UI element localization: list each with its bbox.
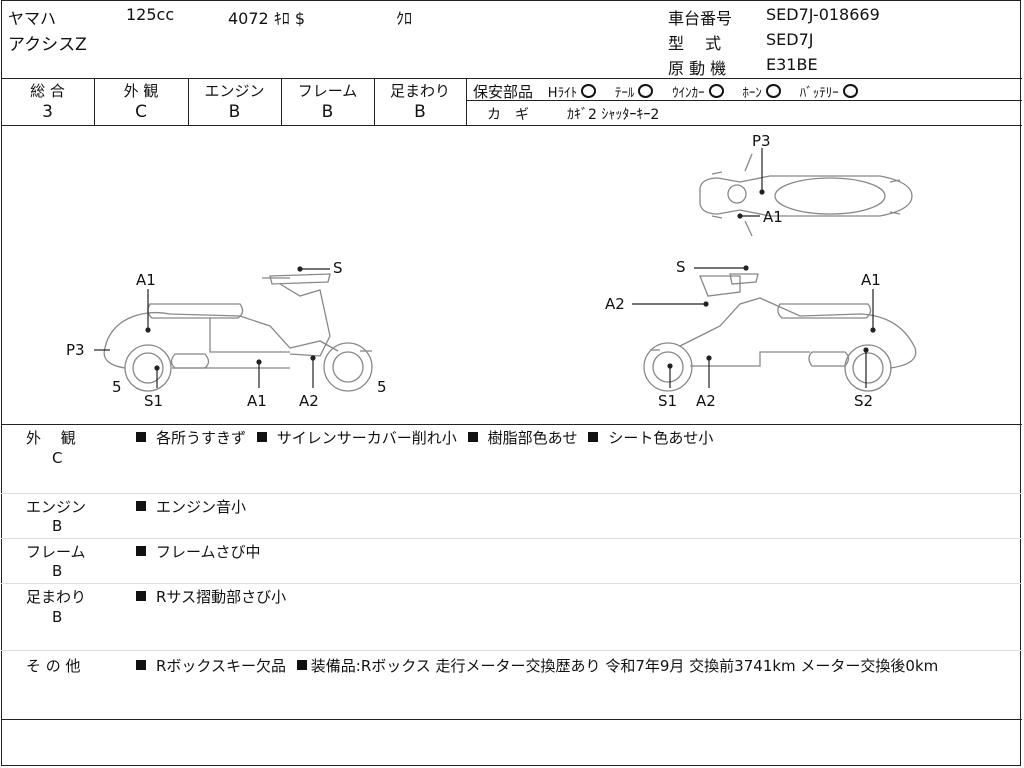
ok-circle-icon <box>765 84 781 98</box>
grade-value-exterior: C <box>135 102 147 122</box>
safety-parts-row: 保安部品 Hﾗｲﾄ ﾃｰﾙ ｳｲﾝｶｰ ﾎｰﾝ ﾊﾞｯﾃﾘｰ <box>473 81 858 102</box>
bullet-square-icon <box>136 501 146 511</box>
bullet-square-icon <box>256 432 267 442</box>
grade-label-suspension: 足まわり <box>389 82 450 100</box>
remark-label-other: そ の 他 <box>26 657 81 675</box>
remark-label-frame: フレーム <box>26 543 86 561</box>
grade-label-overall: 総 合 <box>30 82 65 100</box>
diagram-right-label: S1 <box>658 392 677 410</box>
diagram-right-label: A1 <box>861 271 881 289</box>
remark-label-exterior: 外 観 <box>26 429 76 447</box>
diagram-left-label: A1 <box>136 271 156 289</box>
displacement: 125cc <box>126 5 175 24</box>
mileage: 4072 ｷﾛ $ <box>228 9 306 28</box>
remark-grade-frame: B <box>52 562 63 580</box>
diagram-top-label: A1 <box>763 208 783 226</box>
scooter-left-side-drawing <box>103 273 373 392</box>
safety-headlight: Hﾗｲﾄ <box>547 86 578 101</box>
remark-items-exterior: 各所うすきず サイレンサーカバー削れ小 樹脂部色あせ シート色あせ小 <box>136 427 719 448</box>
engine-value: E31BE <box>766 55 818 74</box>
diagram-right-label: S2 <box>854 392 873 410</box>
remark-items-frame: フレームさび中 <box>136 541 267 562</box>
type-value: SED7J <box>766 30 814 49</box>
remark-items-other: Rボックスキー欠品 装備品:Rボックス 走行メーター交換歴あり 令和7年9月 交… <box>136 655 1016 677</box>
diagram-top-label: P3 <box>752 132 771 150</box>
remark-label-suspension: 足まわり <box>26 588 87 606</box>
bullet-square-icon <box>296 660 307 670</box>
grade-value-frame: B <box>321 102 334 122</box>
frame-no: SED7J-018669 <box>766 5 880 24</box>
remark-items-engine: エンジン音小 <box>136 496 252 517</box>
grade-label-engine: エンジン <box>204 82 265 100</box>
remark-items-suspension: Rサス摺動部さび小 <box>136 586 292 607</box>
ok-circle-icon <box>638 84 654 98</box>
bullet-square-icon <box>467 432 478 442</box>
diagram-left-label: 5 <box>377 378 387 396</box>
model-name: アクシスZ <box>8 35 87 55</box>
grade-value-overall: 3 <box>42 102 53 122</box>
bullet-square-icon <box>136 432 146 442</box>
bullet-square-icon <box>136 660 146 670</box>
safety-taillight: ﾃｰﾙ <box>614 86 635 101</box>
frame-no-label: 車台番号 <box>668 9 733 28</box>
safety-label: 保安部品 <box>473 83 534 101</box>
diagram-left-label: S <box>333 259 343 277</box>
bullet-square-icon <box>136 591 146 601</box>
color: ｸﾛ <box>396 9 413 28</box>
grade-label-exterior: 外 観 <box>123 82 159 100</box>
remark-grade-exterior: C <box>52 449 63 467</box>
ok-circle-icon <box>708 84 724 98</box>
damage-diagram: A1 S P3 5 S1 A1 A2 5 S A1 A2 S1 A2 S2 P3… <box>66 132 917 410</box>
bullet-square-icon <box>136 546 146 556</box>
diagram-left-label: A2 <box>299 392 319 410</box>
remark-grade-suspension: B <box>52 608 63 626</box>
grade-label-frame: フレーム <box>297 82 358 100</box>
diagram-right-label: A2 <box>605 295 625 313</box>
grade-value-suspension: B <box>414 102 426 122</box>
safety-battery: ﾊﾞｯﾃﾘｰ <box>799 86 839 101</box>
diagram-left-label: A1 <box>247 392 267 410</box>
maker: ヤマハ <box>8 9 57 28</box>
ok-circle-icon <box>842 84 858 98</box>
type-label: 型 式 <box>668 34 722 53</box>
diagram-right-label: A2 <box>696 392 716 410</box>
scooter-right-side-drawing <box>643 273 917 392</box>
safety-winker: ｳｲﾝｶｰ <box>672 86 705 101</box>
remark-label-engine: エンジン <box>26 498 87 516</box>
bullet-square-icon <box>588 432 599 442</box>
diagram-left-label: S1 <box>144 392 163 410</box>
remark-grade-engine: B <box>52 517 63 535</box>
diagram-left-label: 5 <box>112 378 122 396</box>
engine-label: 原 動 機 <box>668 59 727 78</box>
scooter-top-view-drawing <box>699 153 913 237</box>
safety-horn: ﾎｰﾝ <box>742 86 762 101</box>
ok-circle-icon <box>581 84 597 98</box>
key-value: ｶｷﾞ2 ｼｬｯﾀｰｷｰ2 <box>567 107 660 123</box>
diagram-right-label: S <box>676 258 686 276</box>
diagram-left-label: P3 <box>66 341 85 359</box>
grade-value-engine: B <box>228 102 241 122</box>
key-label: カ ギ <box>487 107 529 123</box>
